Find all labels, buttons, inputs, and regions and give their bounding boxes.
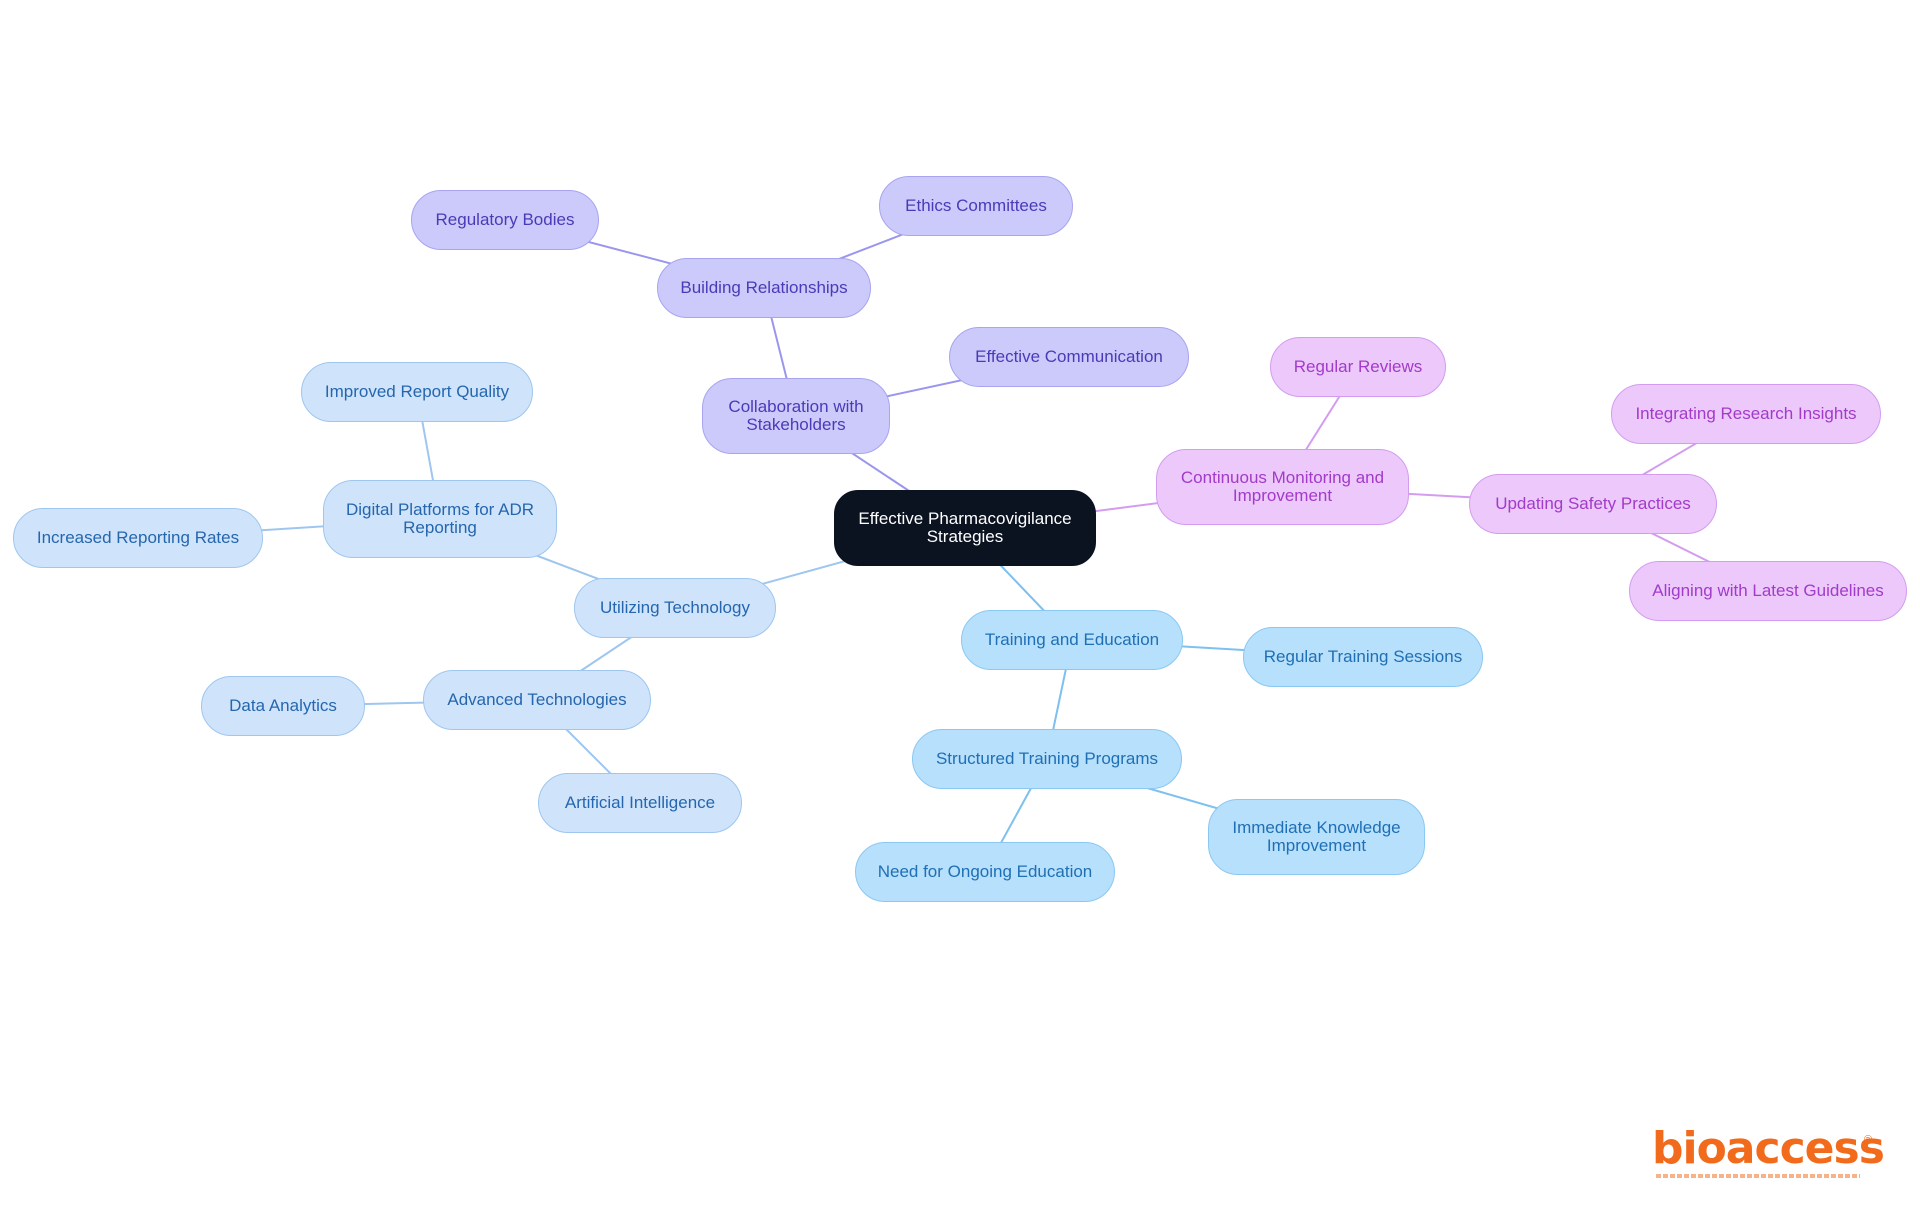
aligning-with-latest-guidelines-node: Aligning with Latest Guidelines	[1629, 561, 1907, 621]
ethics-committees-node: Ethics Committees	[879, 176, 1073, 236]
need-for-ongoing-education-node: Need for Ongoing Education	[855, 842, 1115, 902]
integrating-research-insights-node: Integrating Research Insights	[1611, 384, 1881, 444]
structured-training-programs-node: Structured Training Programs	[912, 729, 1182, 789]
training-and-education-node: Training and Education	[961, 610, 1183, 670]
digital-platforms-node: Digital Platforms for ADR Reporting	[323, 480, 557, 558]
data-analytics-node: Data Analytics	[201, 676, 365, 736]
regulatory-bodies-node: Regulatory Bodies	[411, 190, 599, 250]
advanced-technologies-node: Advanced Technologies	[423, 670, 651, 730]
immediate-knowledge-improvement-node: Immediate Knowledge Improvement	[1208, 799, 1425, 875]
increased-reporting-rates-node: Increased Reporting Rates	[13, 508, 263, 568]
artificial-intelligence-node: Artificial Intelligence	[538, 773, 742, 833]
updating-safety-practices-node: Updating Safety Practices	[1469, 474, 1717, 534]
regular-training-sessions-node: Regular Training Sessions	[1243, 627, 1483, 687]
registered-mark: ®	[1864, 1134, 1873, 1146]
collaboration-node: Collaboration with Stakeholders	[702, 378, 890, 454]
effective-communication-node: Effective Communication	[949, 327, 1189, 387]
utilizing-technology-node: Utilizing Technology	[574, 578, 776, 638]
logo-wordmark: bioaccess	[1652, 1123, 1885, 1174]
improved-report-quality-node: Improved Report Quality	[301, 362, 533, 422]
regular-reviews-node: Regular Reviews	[1270, 337, 1446, 397]
bioaccess-logo: bioaccess ®	[1652, 1123, 1885, 1182]
logo-tagline-decoration	[1656, 1174, 1860, 1178]
continuous-monitoring-node: Continuous Monitoring and Improvement	[1156, 449, 1409, 525]
root-node: Effective Pharmacovigilance Strategies	[834, 490, 1096, 566]
building-relationships-node: Building Relationships	[657, 258, 871, 318]
